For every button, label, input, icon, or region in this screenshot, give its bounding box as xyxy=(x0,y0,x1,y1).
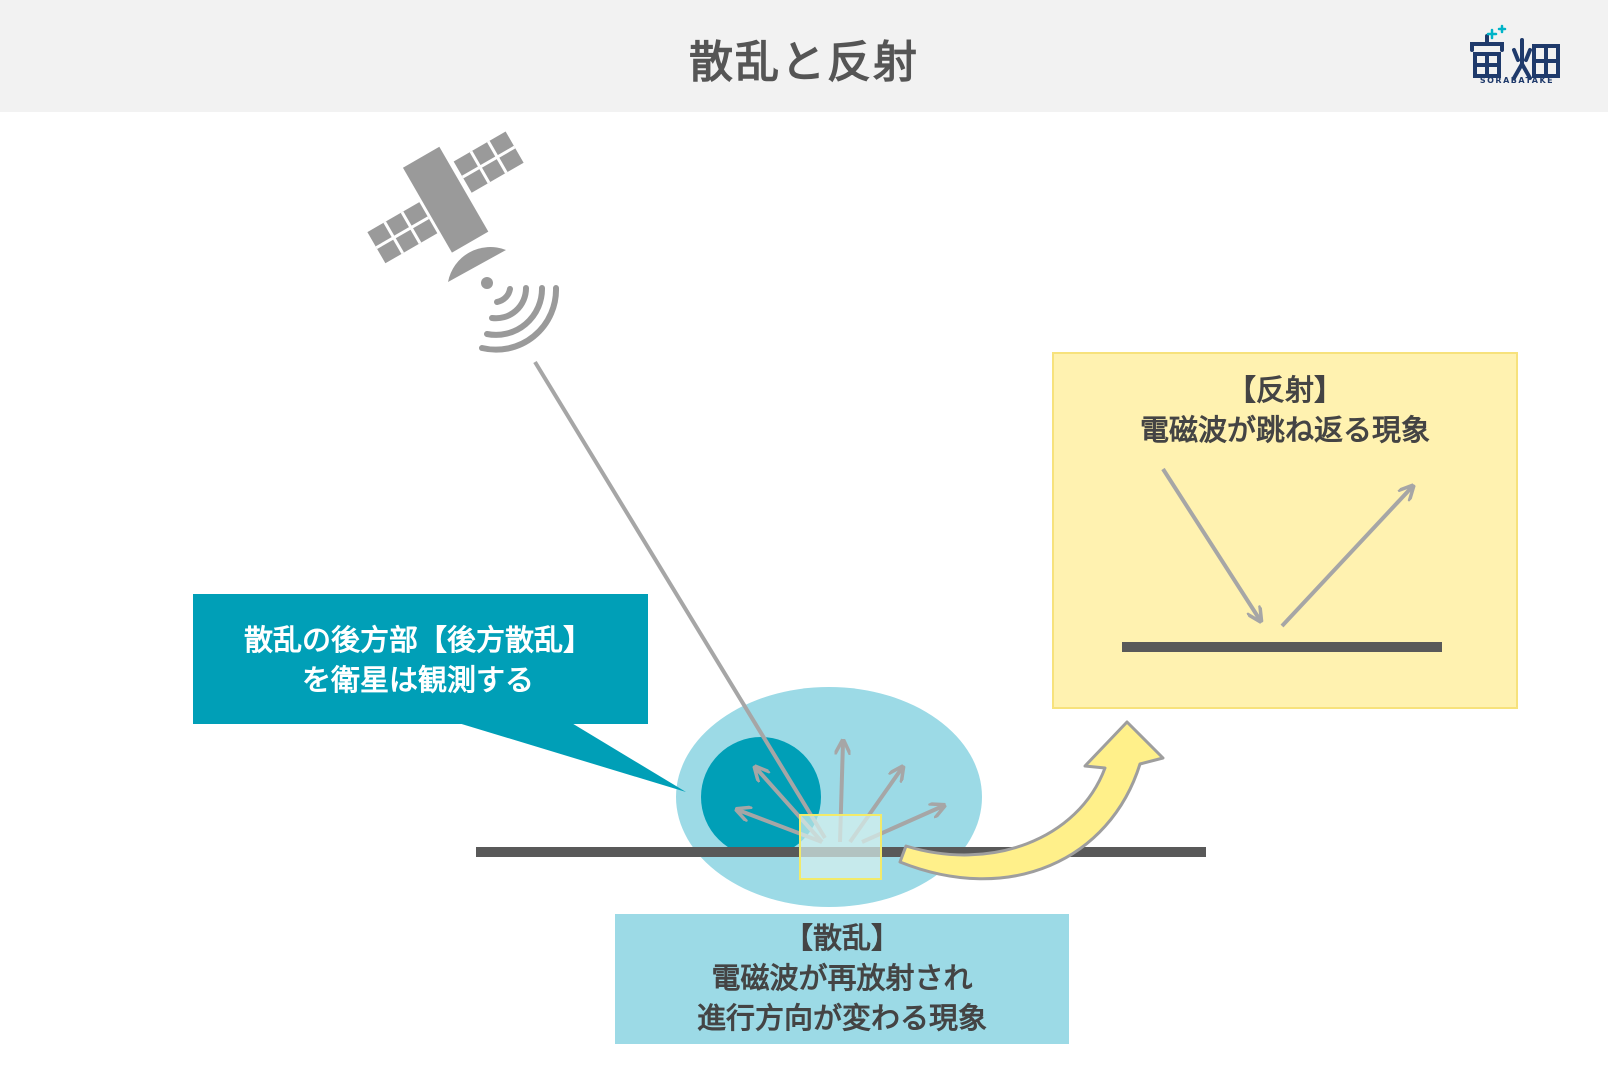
signal-waves-icon xyxy=(479,285,560,353)
callout-text: 散乱の後方部【後方散乱】 を衛星は観測する xyxy=(193,620,643,700)
callout-line-2: を衛星は観測する xyxy=(301,663,534,697)
reflection-line-1: 【反射】 xyxy=(1226,373,1343,407)
reflection-incident-ray xyxy=(1161,467,1260,620)
reflection-line-2: 電磁波が跳ね返る現象 xyxy=(1139,413,1430,447)
scattering-text: 【散乱】 電磁波が再放射され 進行方向が変わる現象 xyxy=(615,918,1069,1038)
incident-ray xyxy=(533,360,827,840)
reflection-text: 【反射】 電磁波が跳ね返る現象 xyxy=(1052,370,1518,450)
reflection-reflected-ray xyxy=(1280,487,1412,628)
scattering-line-2: 電磁波が再放射され xyxy=(711,961,973,995)
callout-line-1: 散乱の後方部【後方散乱】 xyxy=(243,623,592,657)
satellite-icon xyxy=(367,131,524,289)
logo-subtext: SORABATAKE xyxy=(1479,76,1555,85)
reflection-surface-line xyxy=(1122,642,1442,652)
sorabatake-logo xyxy=(1470,24,1560,80)
page-title: 散乱と反射 xyxy=(689,37,919,88)
scattering-line-1: 【散乱】 xyxy=(783,921,900,955)
scattering-panel xyxy=(615,914,1069,1044)
backscatter-callout xyxy=(193,594,686,792)
header-bar xyxy=(0,0,1608,112)
scatter-highlight-box xyxy=(799,814,882,880)
curved-arrow xyxy=(898,720,1165,881)
backscatter-circle xyxy=(701,737,821,857)
scattering-line-3: 進行方向が変わる現象 xyxy=(696,1001,987,1035)
